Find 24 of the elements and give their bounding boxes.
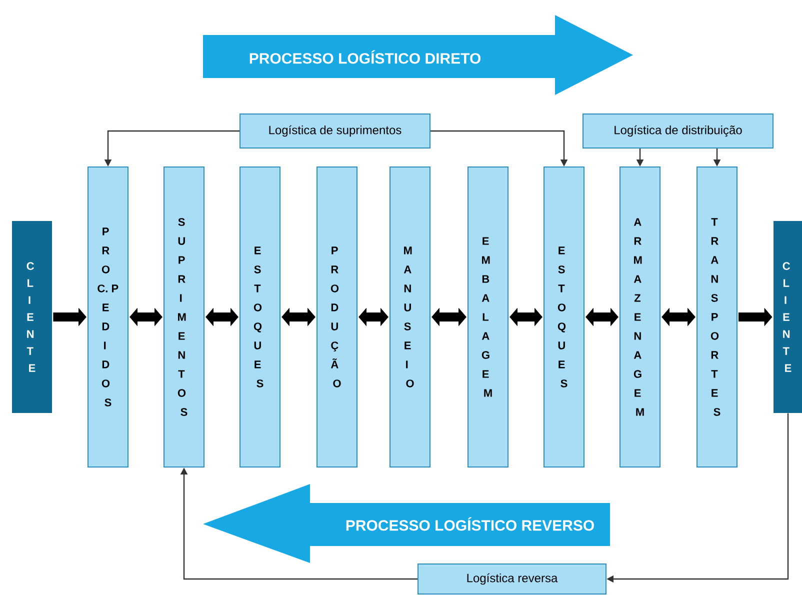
client-bar: CLIENTE — [774, 221, 802, 413]
process-column: PRODUÇÃO — [316, 166, 358, 468]
arrow — [586, 308, 618, 326]
process-banner: PROCESSO LOGÍSTICO REVERSO — [203, 484, 610, 563]
arrow — [510, 308, 542, 326]
arrow — [206, 308, 238, 326]
arrow — [662, 308, 696, 326]
process-column: SUPRIMENTOS — [164, 166, 204, 468]
process-column: ESTOQUES — [544, 166, 584, 468]
arrow — [282, 308, 316, 326]
process-column: ARMAZENAGEM — [620, 166, 660, 468]
process-column: MANUSEIO — [390, 166, 430, 468]
arrow — [432, 308, 466, 326]
client-bar: CLIENTE — [12, 221, 52, 413]
process-column: PROC. PEDIDOS — [88, 166, 128, 468]
arrow — [130, 308, 162, 326]
process-box: Logística reversa — [418, 564, 606, 594]
arrow — [358, 308, 388, 326]
process-box: Logística de suprimentos — [240, 114, 430, 148]
process-column: ESTOQUES — [240, 166, 280, 468]
process-column: TRANSPORTES — [696, 166, 738, 468]
process-column: EMBALAGEM — [468, 166, 508, 468]
process-banner: PROCESSO LOGÍSTICO DIRETO — [203, 15, 633, 95]
process-box: Logística de distribuição — [582, 114, 774, 148]
